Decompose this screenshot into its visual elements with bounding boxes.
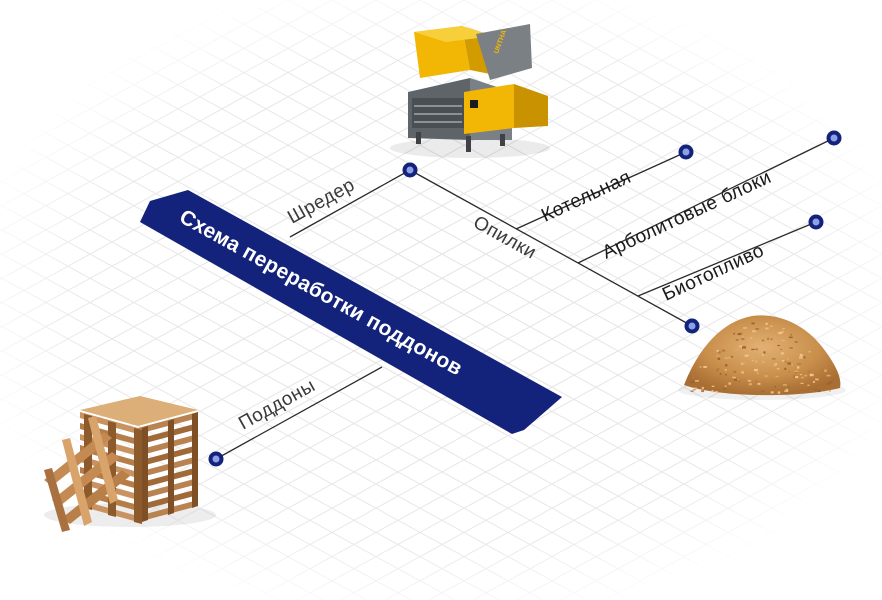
node-biofuel (808, 214, 824, 230)
pallets-stack-illustration (44, 396, 216, 532)
nodes (208, 130, 842, 467)
arbolite-line (577, 137, 835, 264)
boiler-line (515, 151, 687, 230)
leaning-pallet (44, 416, 130, 532)
sawdust-line (409, 169, 693, 327)
shredder-line (289, 169, 411, 238)
biofuel-line (637, 221, 817, 297)
banner-shape (140, 190, 562, 434)
sawdust-pile-illustration (678, 315, 846, 400)
shredder-machine-illustration: UNTHA (390, 24, 550, 158)
sawdust-texture (690, 322, 833, 394)
node-shredder (402, 162, 418, 178)
connectors (215, 137, 835, 460)
pallets-line (215, 366, 383, 460)
node-sawdust (684, 318, 700, 334)
node-pallets (208, 451, 224, 467)
node-arbolite (826, 130, 842, 146)
node-boiler (678, 144, 694, 160)
